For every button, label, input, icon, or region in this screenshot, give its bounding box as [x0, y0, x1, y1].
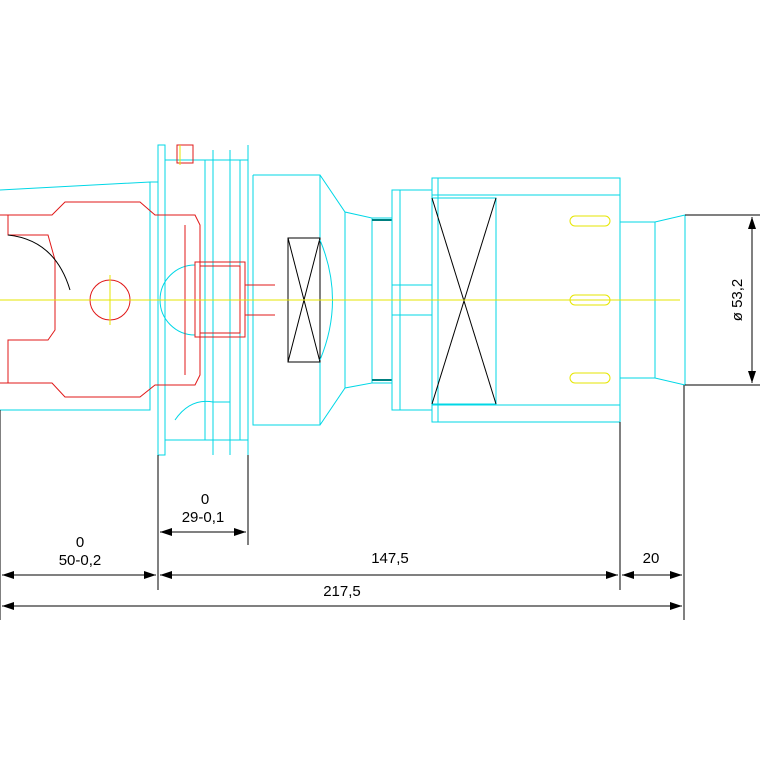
dim-diameter: ø 53,2	[729, 279, 746, 322]
dim-20: 20	[643, 550, 660, 567]
centerline	[0, 145, 680, 325]
dim-50-upper: 0	[76, 534, 84, 551]
dimension-labels: 0 29-0,1 0 50-0,2 147,5 20 217,5 ø 53,2	[59, 279, 746, 600]
dim-29-lower: 29-0,1	[182, 509, 225, 526]
dim-217: 217,5	[323, 583, 361, 600]
dim-29-upper: 0	[201, 491, 209, 508]
dimension-lines	[0, 214, 760, 620]
dim-147: 147,5	[371, 550, 409, 567]
dim-50-lower: 50-0,2	[59, 552, 102, 569]
